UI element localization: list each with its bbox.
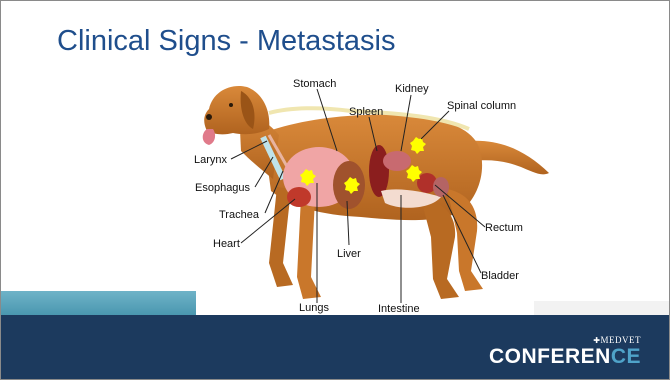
label-heart: Heart [213,238,240,250]
label-larynx: Larynx [194,154,228,166]
logo-medvet-text: MEDVET [601,335,642,345]
dog-anatomy-diagram: Stomach Kidney Spleen Spinal column Lary… [1,1,670,315]
footer-bar: ✚MEDVET CONFERENCE [1,315,670,380]
medvet-conference-logo: ✚MEDVET CONFERENCE [489,335,641,368]
bladder-shape [433,177,449,197]
spleen-shape [369,145,389,197]
label-rectum: Rectum [485,222,523,234]
label-spinal-column: Spinal column [447,100,516,112]
label-bladder: Bladder [481,270,519,282]
label-kidney: Kidney [395,83,429,95]
stomach-shape [383,151,411,171]
logo-conference-accent: CE [611,345,641,368]
grey-strip [534,301,670,315]
label-spleen: Spleen [349,106,383,118]
heart-shape [287,187,311,207]
label-stomach: Stomach [293,78,336,90]
label-trachea: Trachea [219,209,260,221]
label-esophagus: Esophagus [195,182,251,194]
cross-icon: ✚ [593,336,600,345]
logo-conference-line: CONFERENCE [489,346,641,368]
label-lungs: Lungs [299,302,329,314]
logo-conference-text: CONFEREN [489,345,611,368]
label-liver: Liver [337,248,361,260]
label-intestine: Intestine [378,303,420,315]
accent-bar [1,291,196,315]
